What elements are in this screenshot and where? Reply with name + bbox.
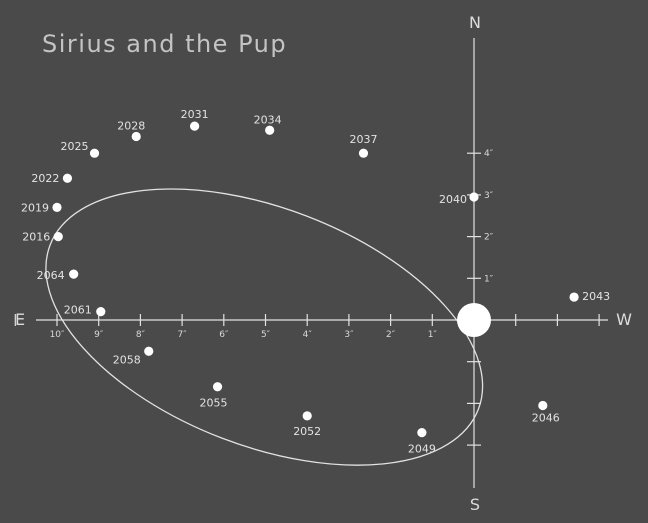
orbit-year-label: 2022 (31, 172, 59, 185)
x-tick-label: 8″ (136, 330, 146, 340)
y-tick-label: 3″ (484, 191, 494, 201)
orbit-point-2022 (62, 173, 73, 183)
compass-north-label: N (469, 13, 481, 32)
orbit-year-label: 2034 (254, 113, 282, 126)
x-axis-ticks: 1″ 2″ 3″ 4″ 5″ 6″ 7″ 8″ 9″ 10″ (14, 314, 600, 340)
x-tick-label: 10″ (50, 330, 65, 340)
orbit-ellipse (45, 188, 484, 466)
orbit-year-label: 2019 (21, 201, 49, 214)
orbit-year-label: 2058 (113, 353, 141, 366)
orbit-point-2043 (569, 292, 579, 302)
x-tick-label: 5″ (261, 330, 271, 340)
orbit-point-2019 (52, 202, 62, 213)
orbit-point-2058 (144, 346, 154, 356)
orbit-year-label: 2040 (439, 193, 467, 206)
x-tick-label: 3″ (344, 330, 354, 340)
orbit-point-2064 (69, 269, 79, 279)
orbit-year-label: 2064 (37, 269, 65, 282)
orbit-year-label: 2043 (582, 290, 610, 303)
compass-east-label: E (15, 310, 25, 329)
orbit-point-2025 (89, 148, 100, 158)
orbit-year-label: 2031 (181, 108, 209, 121)
x-tick-label: 2″ (386, 330, 396, 340)
orbit-year-label: 2061 (64, 304, 92, 317)
orbit-year-label: 2046 (532, 411, 560, 424)
orbit-points: 2016 2019 2022 2025 2028 2031 2034 2037 2040 2043… (21, 108, 610, 455)
orbit-point-2055 (212, 382, 223, 392)
sirius-a-star (457, 303, 491, 337)
compass-south-label: S (470, 495, 480, 514)
axes: 1″ 2″ 3″ 4″ 5″ 6″ 7″ 8″ 9″ 10″ 1″ 2″ 3″ 4″ (14, 38, 608, 488)
orbit-point-2049 (417, 427, 427, 438)
orbit-year-label: 2016 (22, 231, 50, 244)
compass-west-label: W (616, 310, 632, 329)
orbit-year-label: 2037 (349, 133, 377, 146)
y-axis-ticks: 1″ 2″ 3″ 4″ (467, 149, 494, 446)
orbit-point-2031 (190, 121, 200, 131)
orbit-point-2052 (302, 411, 312, 421)
diagram-title: Sirius and the Pup (42, 30, 287, 58)
orbit-point-2037 (358, 148, 369, 158)
x-tick-label: 4″ (303, 330, 313, 340)
orbit-point-2034 (265, 125, 275, 135)
orbit-point-2046 (538, 400, 548, 411)
y-tick-label: 4″ (484, 149, 494, 159)
x-tick-label: 6″ (219, 330, 229, 340)
orbit-year-label: 2052 (293, 425, 321, 438)
orbit-year-label: 2028 (117, 120, 145, 133)
orbit-year-label: 2049 (408, 443, 436, 456)
x-tick-label: 9″ (94, 330, 104, 340)
x-tick-label: 7″ (178, 330, 188, 340)
x-tick-label: 1″ (428, 330, 438, 340)
y-tick-label: 1″ (484, 274, 494, 284)
orbit-point-2061 (96, 307, 106, 317)
orbit-point-2016 (53, 232, 63, 242)
orbit-point-2040 (469, 192, 479, 202)
orbit-point-2028 (131, 131, 141, 142)
y-tick-label: 2″ (484, 233, 494, 243)
orbit-year-label: 2055 (200, 397, 228, 410)
orbit-year-label: 2025 (61, 140, 89, 153)
